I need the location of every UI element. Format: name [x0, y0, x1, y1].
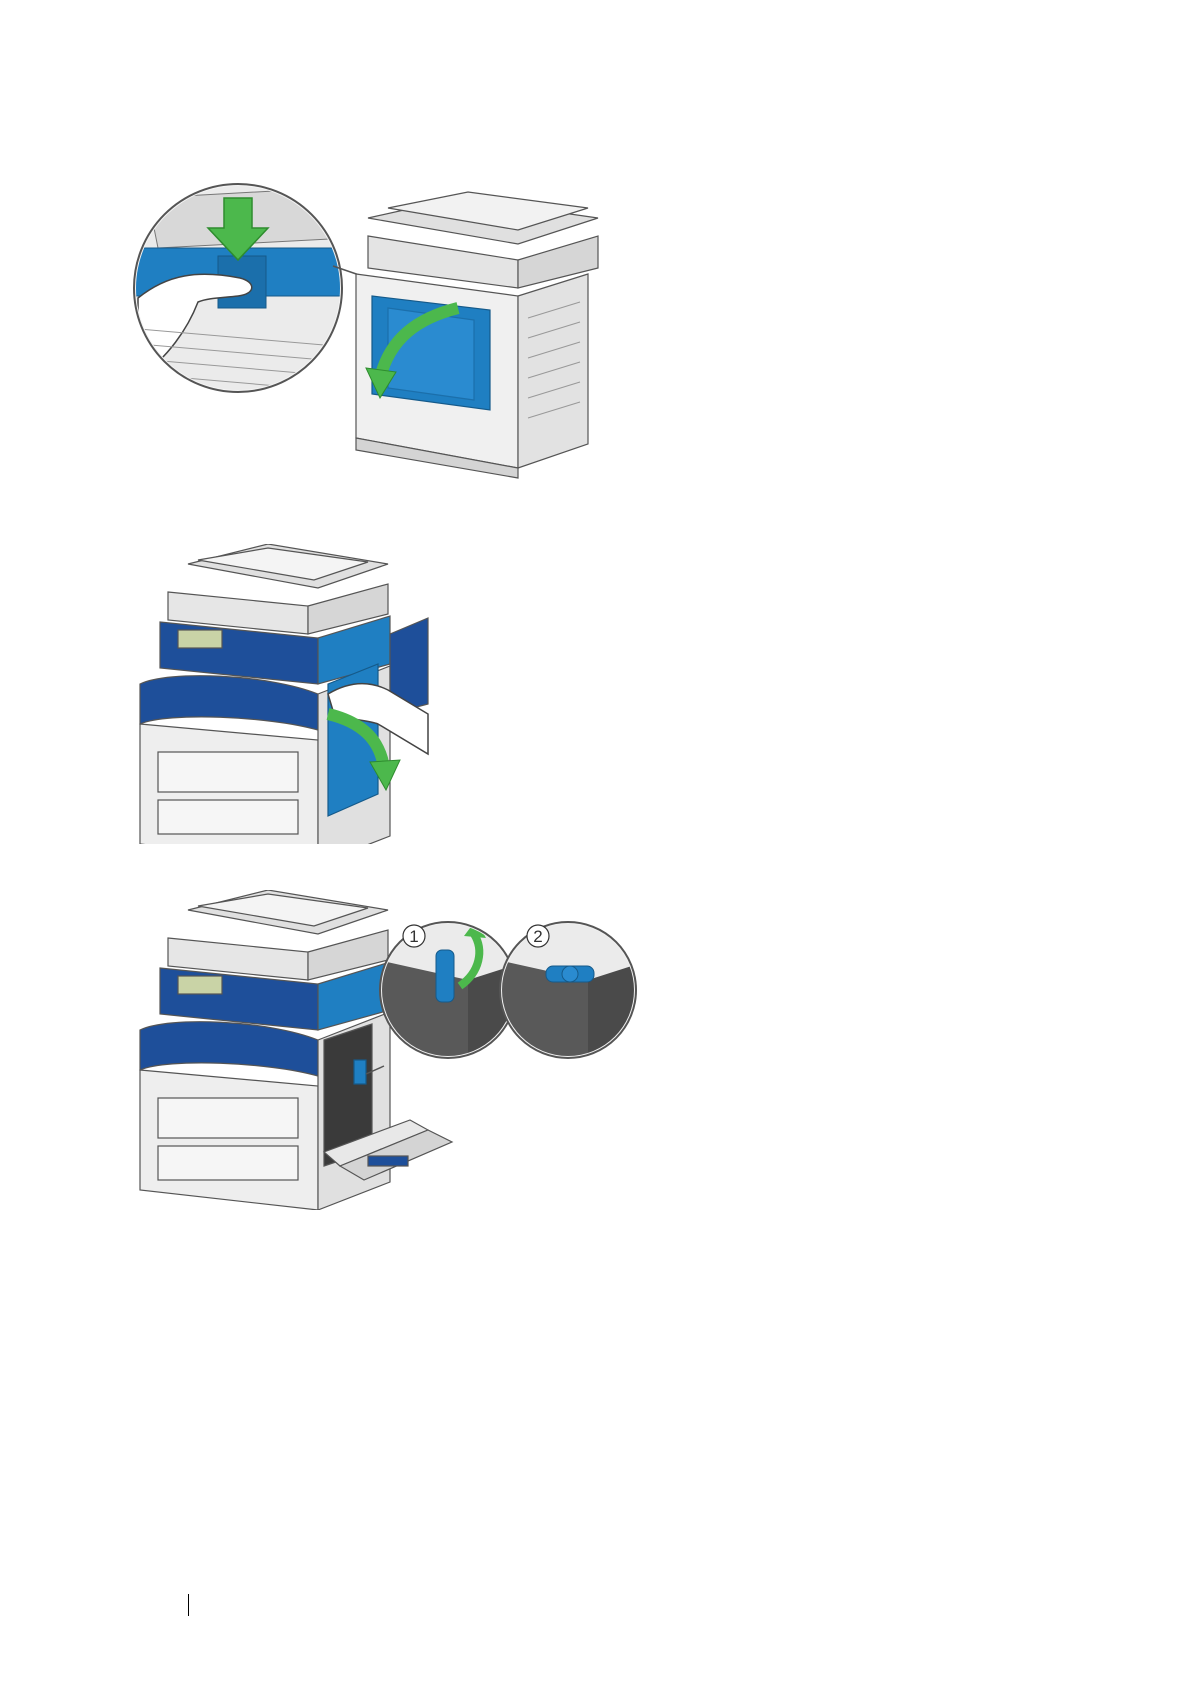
- zoom-callout-circle: [128, 178, 358, 408]
- footer-rule: [188, 1594, 189, 1616]
- figure-right-side-cover-open: [128, 544, 468, 844]
- detail-circle-2: 2: [498, 920, 638, 1070]
- lock-lever-vertical: [436, 950, 454, 1002]
- printer-rear-view: [356, 192, 598, 478]
- figure-rear-cover-release: [128, 178, 648, 498]
- callout-number-1: 1: [409, 927, 418, 946]
- figure-waste-toner-lock-lever: 1 2: [128, 890, 698, 1210]
- callout-number-2: 2: [533, 927, 542, 946]
- detail-circle-1: 1: [378, 920, 518, 1070]
